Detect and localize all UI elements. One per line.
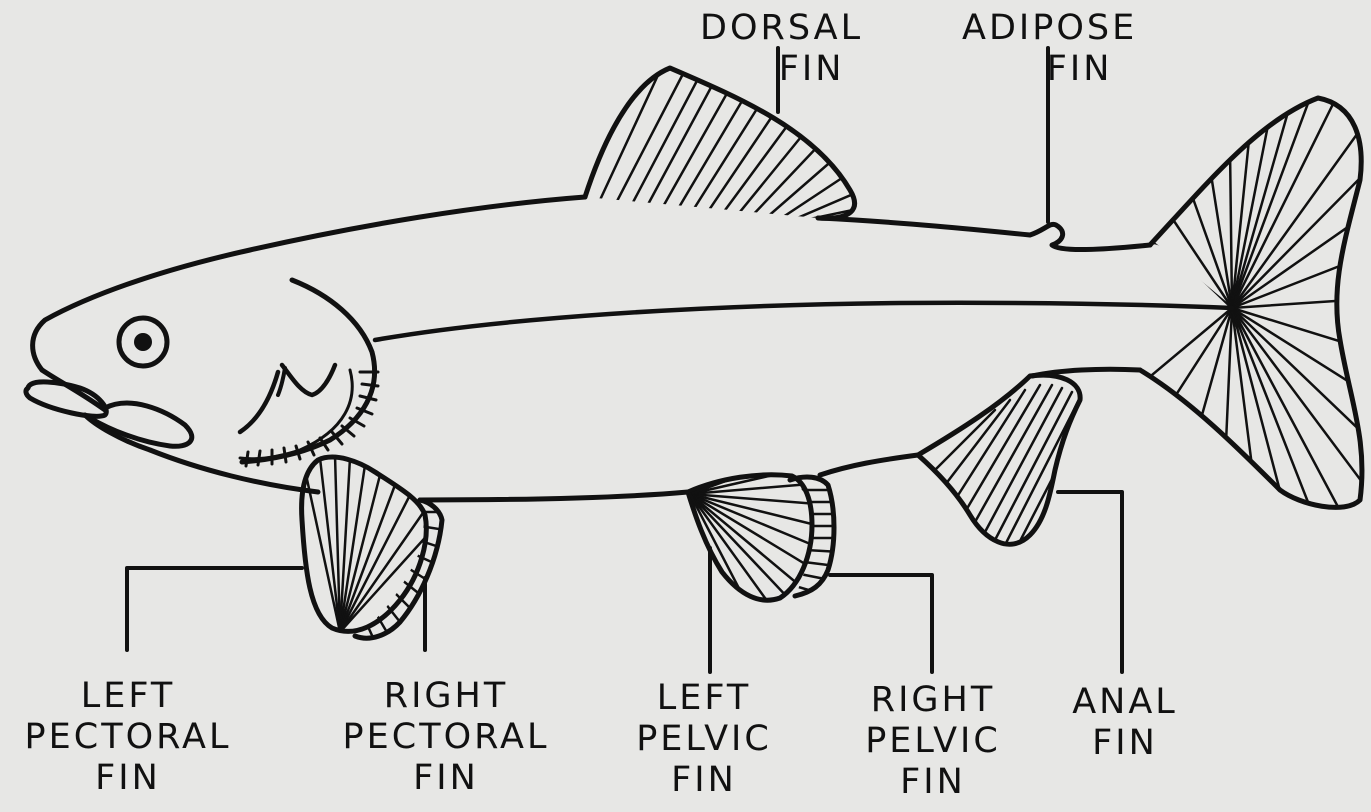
label-line: PELVIC	[828, 721, 1038, 762]
fish-head	[26, 280, 378, 466]
label-line: ANAL	[1050, 682, 1200, 723]
label-line: RIGHT	[318, 676, 574, 717]
label-line: FIN	[0, 758, 256, 799]
label-line: FIN	[700, 49, 863, 90]
right-pelvic-leader	[830, 575, 932, 672]
label-line: LEFT	[0, 676, 256, 717]
label-left-pectoral-fin: LEFT PECTORAL FIN	[0, 676, 256, 799]
anal-leader	[1058, 492, 1122, 672]
label-right-pectoral-fin: RIGHT PECTORAL FIN	[318, 676, 574, 799]
label-line: FIN	[318, 758, 574, 799]
caudal-fin	[1140, 98, 1370, 520]
anal-fin	[918, 375, 1085, 545]
label-dorsal-fin: DORSAL FIN	[700, 8, 863, 90]
label-left-pelvic-fin: LEFT PELVIC FIN	[604, 678, 804, 801]
leader-lines	[127, 48, 1122, 672]
label-line: FIN	[604, 760, 804, 801]
label-adipose-fin: ADIPOSE FIN	[962, 8, 1137, 90]
eye	[119, 318, 167, 366]
label-right-pelvic-fin: RIGHT PELVIC FIN	[828, 680, 1038, 803]
left-pectoral-leader	[127, 568, 302, 650]
label-line: ADIPOSE	[962, 8, 1137, 49]
label-anal-fin: ANAL FIN	[1050, 682, 1200, 764]
label-line: PECTORAL	[0, 717, 256, 758]
left-pelvic-fin	[688, 465, 820, 605]
label-line: PELVIC	[604, 719, 804, 760]
label-line: FIN	[828, 762, 1038, 803]
label-line: FIN	[962, 49, 1137, 90]
label-line: LEFT	[604, 678, 804, 719]
label-line: PECTORAL	[318, 717, 574, 758]
label-line: DORSAL	[700, 8, 863, 49]
label-line: FIN	[1050, 723, 1200, 764]
label-line: RIGHT	[828, 680, 1038, 721]
